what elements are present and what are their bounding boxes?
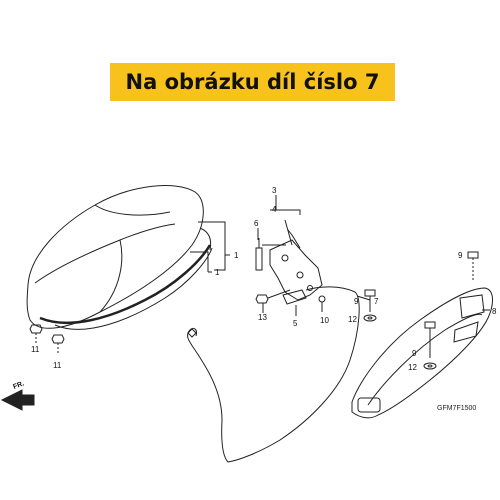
bolt-11-right [51, 334, 65, 355]
callout-6: 6 [254, 219, 259, 228]
callout-4: 4 [272, 205, 277, 214]
seat-drawing [26, 185, 213, 330]
callout-5: 5 [293, 319, 298, 328]
callout-13: 13 [258, 313, 267, 322]
callout-11-right: 11 [53, 361, 62, 370]
callout-8: 8 [492, 307, 497, 316]
cover-5 [282, 289, 307, 316]
leader-lines-bracket [257, 195, 301, 246]
callout-12-low: 12 [408, 363, 417, 372]
callout-7: 7 [374, 297, 379, 306]
seat-lock-assembly [255, 219, 323, 301]
bolt-13 [255, 289, 291, 313]
callout-9-mid: 9 [354, 297, 359, 306]
front-direction-label: FR. [12, 380, 25, 390]
bolt-11-left [29, 324, 43, 345]
callout-10: 10 [320, 316, 329, 325]
callout-12-mid: 12 [348, 315, 357, 324]
front-direction-arrow [0, 389, 35, 411]
callout-2: 1 [234, 251, 239, 260]
callout-9-top: 9 [458, 251, 463, 260]
part-number-banner: Na obrázku díl číslo 7 [110, 63, 395, 101]
cable-7 [187, 286, 371, 463]
bolt-9-lower [423, 321, 437, 370]
callout-3: 3 [272, 186, 277, 195]
rear-carrier-8 [351, 287, 493, 419]
callout-11-left: 11 [31, 345, 40, 354]
callout-1: 1 [215, 268, 220, 277]
leader-lines [190, 221, 230, 273]
screw-10 [318, 295, 326, 312]
bolt-9-top [467, 251, 479, 280]
diagram-code: GFM7F1500 [437, 405, 476, 412]
bolt-9-upper [363, 289, 377, 322]
callout-9-low: 9 [412, 349, 417, 358]
